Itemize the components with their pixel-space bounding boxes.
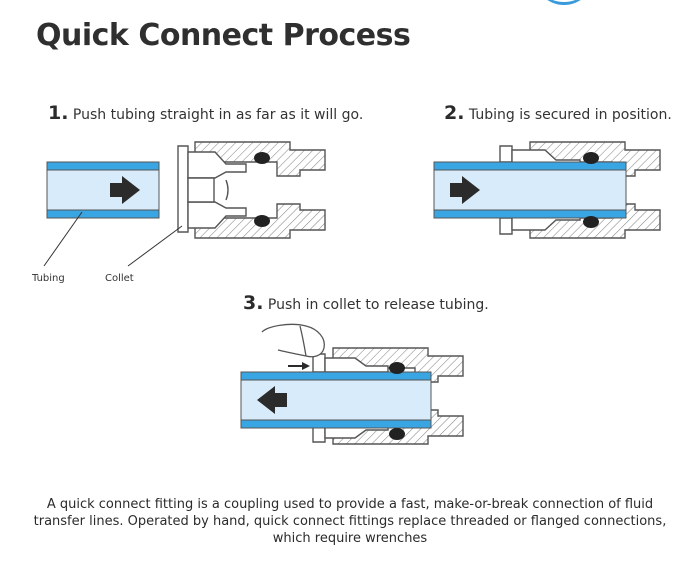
step-3-diagram [240,323,464,445]
arrow-right-icon [110,176,140,204]
seal-ring-icon [389,428,405,440]
step-text: Push tubing straight in as far as it wil… [72,107,364,123]
collet [177,145,247,233]
step-1-caption: 1. Push tubing straight in as far as it … [48,102,363,124]
seal-ring-icon [583,152,599,164]
step-number: 2. [444,102,465,124]
step-2-caption: 2. Tubing is secured in position. [444,102,672,124]
collet-label: Collet [105,273,134,284]
finger-icon [261,323,325,358]
step-1-diagram [43,141,326,267]
seal-ring-icon [583,216,599,228]
step-number: 3. [243,292,264,314]
decorative-arc [534,0,594,5]
step-text: Push in collet to release tubing. [267,297,489,313]
seal-ring-icon [254,152,270,164]
collet-leader-line [127,225,183,267]
tubing-label: Tubing [32,273,65,284]
arrow-left-icon [257,386,287,414]
tubing [240,371,432,429]
step-text: Tubing is secured in position. [468,107,672,123]
step-3-caption: 3. Push in collet to release tubing. [243,292,489,314]
step-number: 1. [48,102,69,124]
arrow-right-icon [450,176,480,204]
tubing [433,161,627,219]
tubing [46,161,160,219]
page-title: Quick Connect Process [36,18,411,53]
step-2-diagram [433,141,661,239]
description-paragraph: A quick connect fitting is a coupling us… [33,497,667,546]
tubing-leader-line [43,211,83,267]
seal-ring-icon [254,215,270,227]
push-arrow-icon [288,362,310,370]
seal-ring-icon [389,362,405,374]
